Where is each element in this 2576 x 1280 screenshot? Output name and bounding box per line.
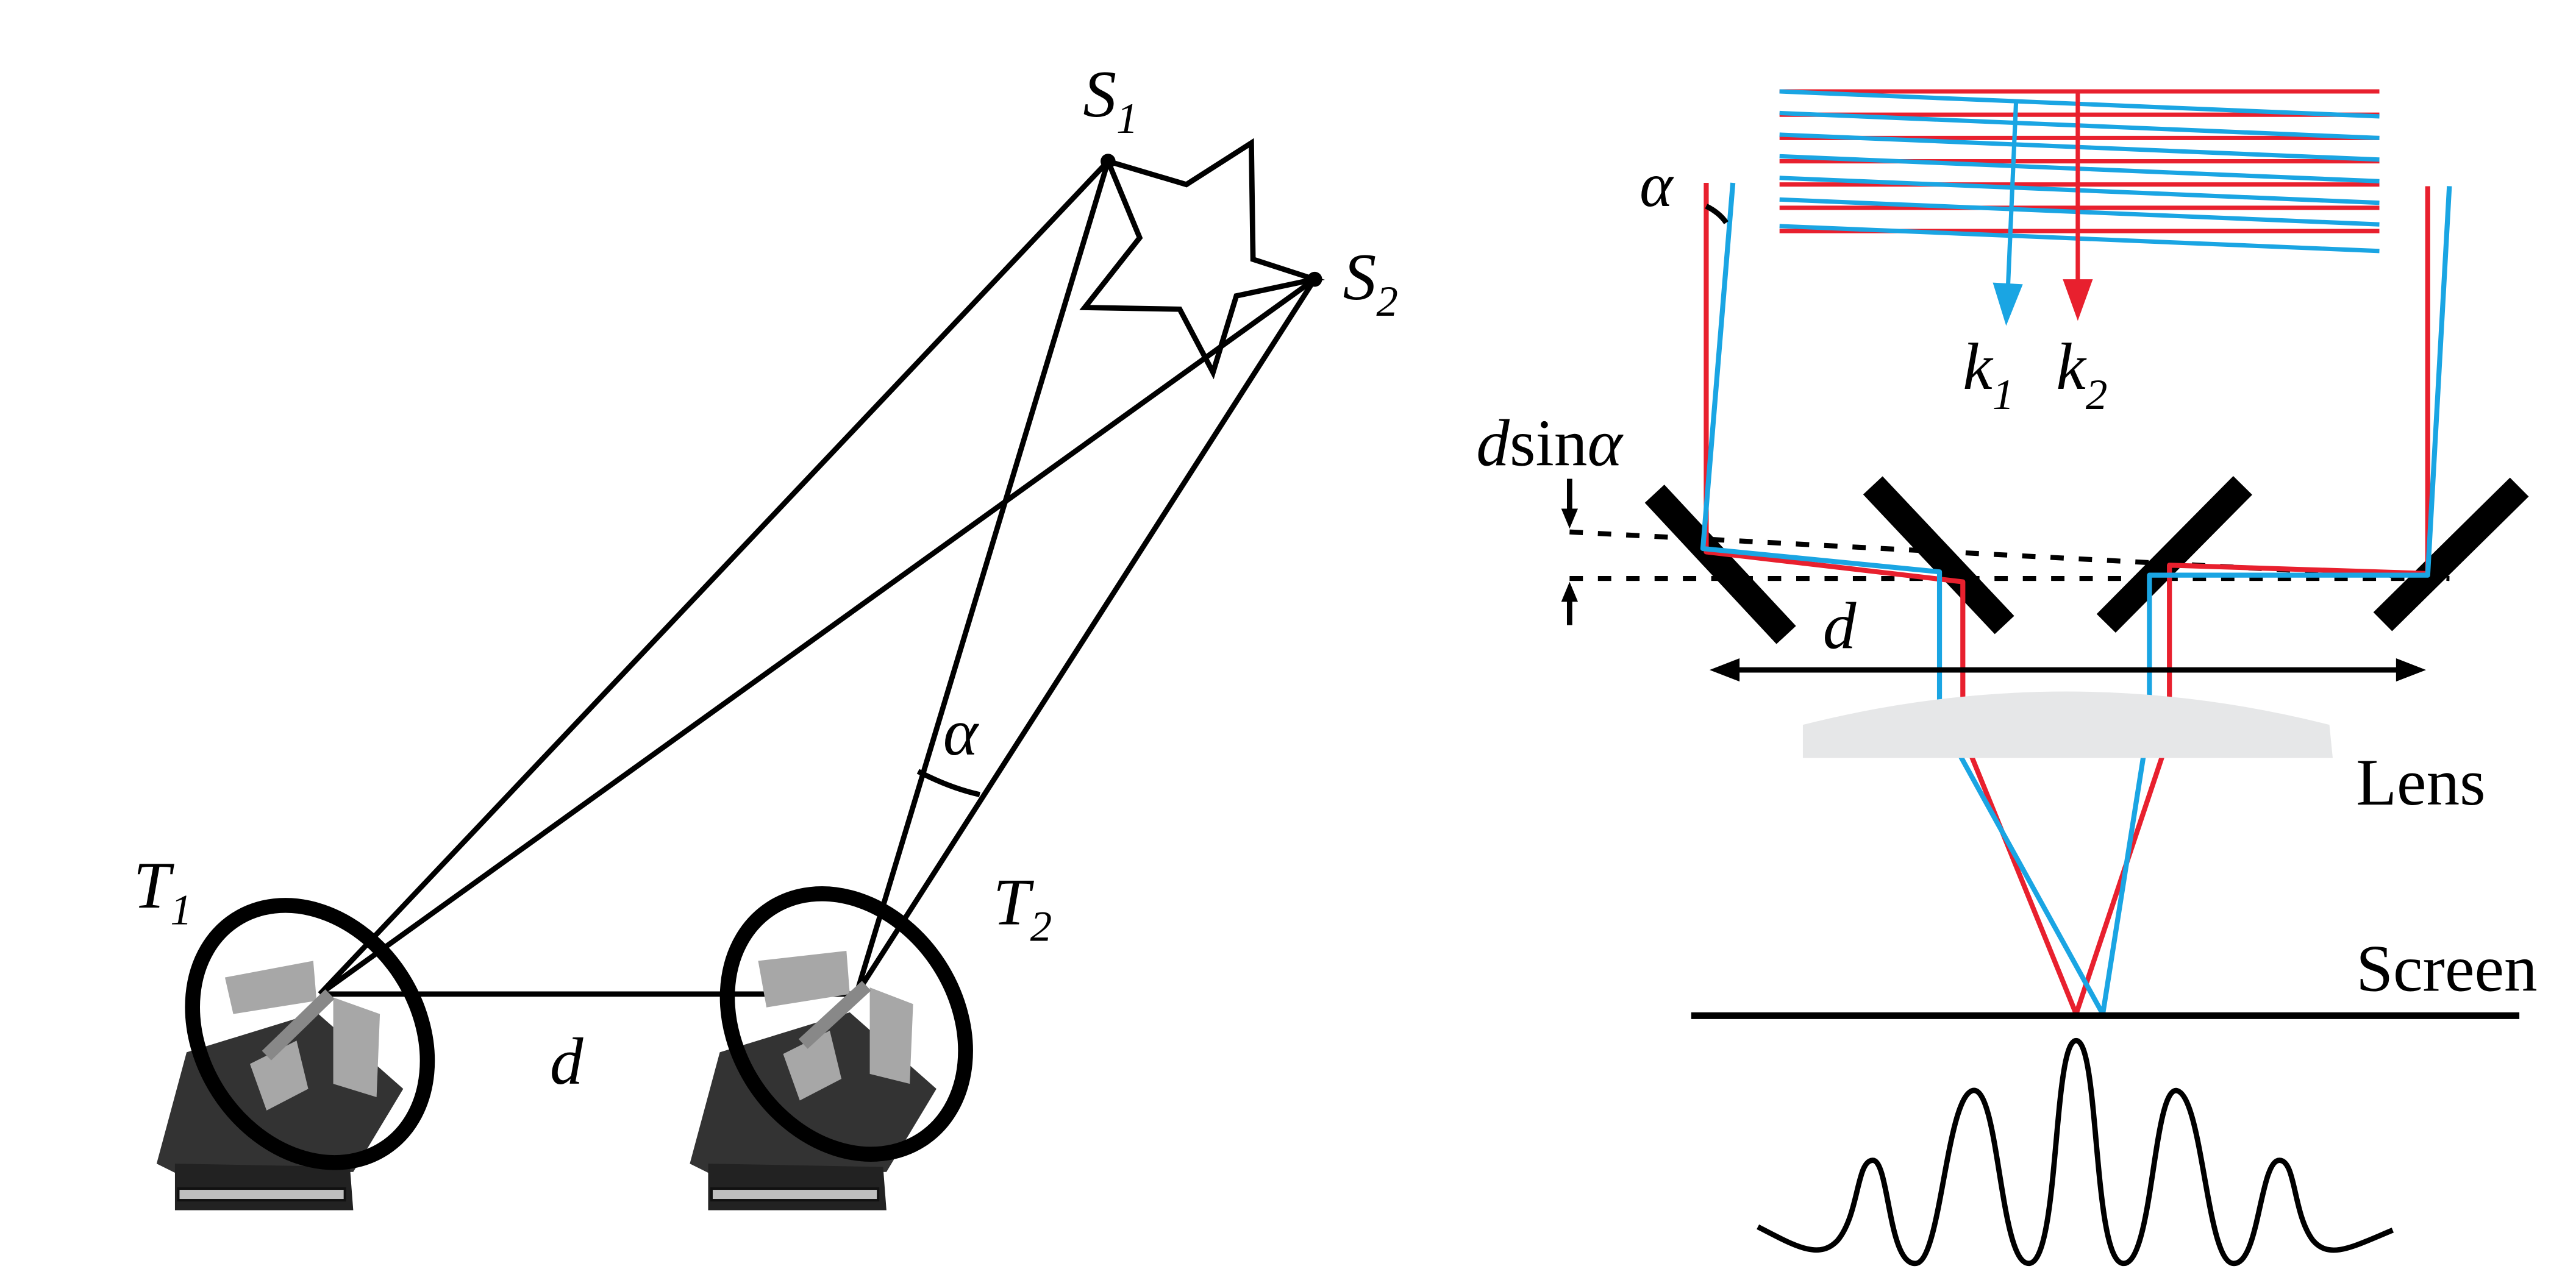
label-angle-alpha: α <box>943 695 980 769</box>
radio-telescope-icon <box>156 898 435 1211</box>
label-baseline-d-2: d <box>1823 589 1857 663</box>
label-angle-alpha-2: α <box>1639 151 1674 220</box>
beam-path-2 <box>1704 183 2430 1017</box>
label-t1: T1 <box>134 848 192 934</box>
wave-vector-k1 <box>1993 99 2023 326</box>
label-screen: Screen <box>2356 932 2537 1006</box>
label-k1: k1 <box>1963 330 2014 419</box>
right-panel: α k1 k2 dsinα d Lens Screen <box>1476 89 2538 1267</box>
label-dsin-alpha: dsinα <box>1476 407 1624 480</box>
source-point-s2 <box>1307 271 1322 287</box>
label-lens: Lens <box>2356 745 2485 819</box>
mirrors <box>1644 476 2529 644</box>
fringe-pattern <box>1757 1037 2394 1267</box>
radio-telescope-icon <box>690 886 973 1211</box>
label-k2: k2 <box>2056 330 2107 419</box>
label-s1: S1 <box>1083 57 1138 143</box>
star-icon <box>1079 138 1325 380</box>
label-t2: T2 <box>993 865 1052 950</box>
source-point-s1 <box>1101 154 1116 169</box>
rays <box>318 159 1317 997</box>
wave-vector-k2 <box>2063 91 2093 321</box>
label-baseline-d: d <box>550 1025 583 1098</box>
baseline-arrow <box>1709 658 2427 682</box>
left-panel: S1 S2 T1 T2 d α <box>134 57 1398 1211</box>
lens <box>1802 691 2333 758</box>
label-s2: S2 <box>1343 240 1398 325</box>
dsin-alpha-marker <box>1561 478 1579 625</box>
